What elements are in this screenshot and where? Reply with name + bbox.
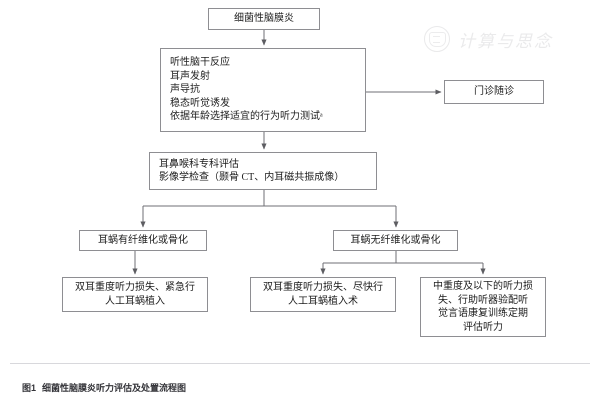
- edge-entevaluation-bus: [143, 190, 396, 207]
- node-hearing-aid-rehab-line-3: 觉言语康复训练定期: [438, 308, 528, 319]
- node-hearing-aid-rehab: 中重度及以下的听力损 失、行助听器验配听 觉言语康复训练定期 评估听力: [420, 277, 546, 337]
- figure-caption: 图1 细菌性脑膜炎听力评估及处置流程图: [22, 381, 186, 394]
- node-urgent-cochlear-implant: 双耳重度听力损失、紧急行 人工耳蜗植入: [62, 277, 208, 312]
- node-hearing-aid-rehab-line-2: 失、行助听器验配听: [438, 294, 528, 306]
- node-audiotests-line-4: 稳态听觉诱发: [170, 97, 230, 109]
- caption-divider: [10, 363, 590, 364]
- node-urgent-cochlear-implant-line-1: 双耳重度听力损失、紧急行: [75, 282, 195, 293]
- node-followup-line-1: 门诊随诊: [474, 86, 514, 98]
- node-audiotests-line-5: 依据年龄选择适宜的行为听力测试ᵃ: [170, 111, 323, 123]
- node-audiotests-line-1: 听性脑干反应: [170, 57, 230, 69]
- node-meningitis-line-1: 细菌性脑膜炎: [234, 13, 294, 25]
- node-cochlear-fibrosis-no-line-1: 耳蜗无纤维化或骨化: [350, 234, 441, 246]
- node-audiotests-line-3: 声导抗: [170, 84, 200, 96]
- figure-caption-text: 细菌性脑膜炎听力评估及处置流程图: [42, 383, 187, 393]
- node-cochlear-fibrosis-no: 耳蜗无纤维化或骨化: [333, 230, 458, 251]
- node-ent-evaluation: 耳鼻喉科专科评估 影像学检查（颞骨 CT、内耳磁共振成像）: [149, 152, 377, 190]
- node-early-cochlear-implant: 双耳重度听力损失、尽快行 人工耳蜗植入术: [250, 277, 396, 312]
- node-ent-evaluation-line-2: 影像学检查（颞骨 CT、内耳磁共振成像）: [159, 172, 345, 183]
- node-audiotests-line-2: 耳声发射: [170, 70, 210, 82]
- node-hearing-aid-rehab-line-1: 中重度及以下的听力损: [433, 281, 533, 292]
- node-ent-evaluation-line-1: 耳鼻喉科专科评估: [159, 158, 239, 170]
- node-cochlear-fibrosis-yes-line-1: 耳蜗有纤维化或骨化: [98, 234, 188, 246]
- node-early-cochlear-implant-line-1: 双耳重度听力损失、尽快行: [263, 282, 383, 293]
- node-meningitis: 细菌性脑膜炎: [208, 8, 320, 30]
- node-followup: 门诊随诊: [444, 80, 544, 104]
- node-urgent-cochlear-implant-line-2: 人工耳蜗植入: [105, 295, 165, 307]
- edge-fibrosisno-bus: [323, 251, 483, 264]
- node-hearing-aid-rehab-line-4: 评估听力: [463, 321, 503, 333]
- node-cochlear-fibrosis-yes: 耳蜗有纤维化或骨化: [79, 230, 207, 251]
- figure-caption-number: 图1: [22, 383, 37, 393]
- node-audiotests: 听性脑干反应 耳声发射 声导抗 稳态听觉诱发 依据年龄选择适宜的行为听力测试ᵃ: [160, 48, 366, 132]
- node-early-cochlear-implant-line-2: 人工耳蜗植入术: [288, 295, 358, 307]
